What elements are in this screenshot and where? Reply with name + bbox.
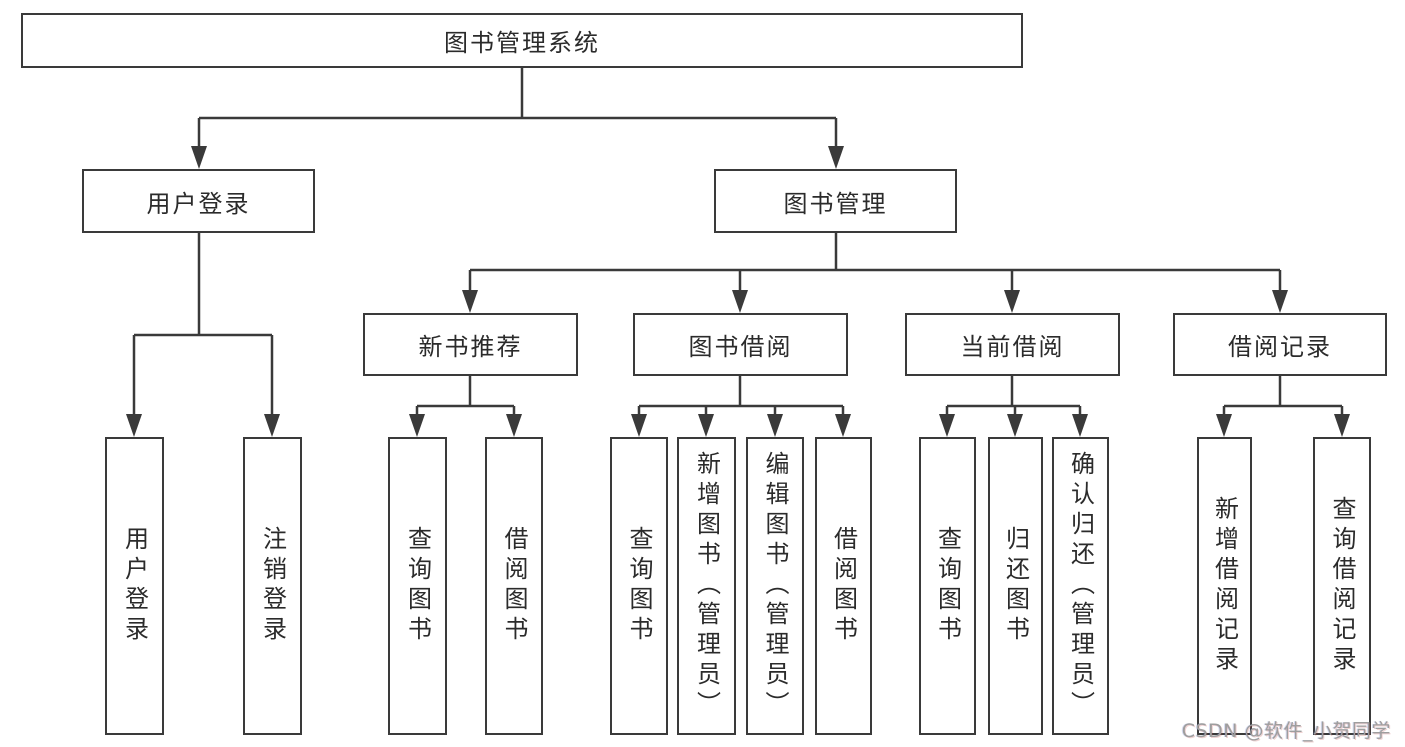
node-label: 确认归还（管理员） xyxy=(1066,451,1095,721)
node-label: 查询图书 xyxy=(625,526,653,646)
connector-user-login-to-leaves xyxy=(132,233,274,418)
connector-root-to-level2 xyxy=(197,68,838,150)
leaf-user-login: 用户登录 xyxy=(105,437,164,735)
leaf-query-borrow-record: 查询借阅记录 xyxy=(1313,437,1371,735)
leaf-add-borrow-record: 新增借阅记录 xyxy=(1197,437,1252,735)
leaf-query-books-current: 查询图书 xyxy=(919,437,976,735)
connector-borrow-records-to-leaves xyxy=(1222,376,1344,418)
node-label: 当前借阅 xyxy=(960,333,1065,361)
node-borrowing-records: 借阅记录 xyxy=(1173,313,1387,376)
node-label: 图书管理系统 xyxy=(444,29,600,57)
connector-current-borrowing-to-leaves xyxy=(945,376,1082,418)
node-new-book-recommendation: 新书推荐 xyxy=(363,313,578,376)
leaf-return-books: 归还图书 xyxy=(988,437,1043,735)
leaf-query-books-recommend: 查询图书 xyxy=(388,437,447,735)
node-label: 归还图书 xyxy=(1001,526,1030,646)
leaf-logout: 注销登录 xyxy=(243,437,302,735)
node-label: 借阅记录 xyxy=(1228,333,1332,361)
node-label: 查询图书 xyxy=(933,526,962,646)
node-label: 图书管理 xyxy=(783,189,888,218)
node-label: 借阅图书 xyxy=(829,526,858,646)
node-label: 编辑图书（管理员） xyxy=(761,451,789,721)
node-book-management: 图书管理 xyxy=(714,169,957,233)
leaf-add-books-admin: 新增图书（管理员） xyxy=(677,437,736,735)
node-label: 新增图书（管理员） xyxy=(692,451,721,721)
node-label: 图书借阅 xyxy=(688,333,793,361)
node-label: 用户登录 xyxy=(120,526,149,646)
node-label: 查询图书 xyxy=(403,526,432,646)
connector-new-book-to-leaves xyxy=(415,376,516,418)
arrowheads xyxy=(126,146,1350,437)
node-label: 注销登录 xyxy=(258,526,287,646)
node-book-borrowing: 图书借阅 xyxy=(633,313,848,376)
leaf-query-books-borrowing: 查询图书 xyxy=(610,437,668,735)
leaf-confirm-return-admin: 确认归还（管理员） xyxy=(1052,437,1109,735)
node-label: 用户登录 xyxy=(146,189,251,218)
node-library-management-system: 图书管理系统 xyxy=(21,13,1023,68)
node-user-login: 用户登录 xyxy=(82,169,315,233)
leaf-edit-books-admin: 编辑图书（管理员） xyxy=(746,437,804,735)
node-label: 查询借阅记录 xyxy=(1328,496,1356,676)
connector-book-mgmt-to-level3 xyxy=(468,233,1282,293)
node-label: 新增借阅记录 xyxy=(1210,496,1239,676)
node-label: 新书推荐 xyxy=(418,333,523,361)
watermark: CSDN @软件_小贺同学 xyxy=(1181,720,1391,742)
node-current-borrowing: 当前借阅 xyxy=(905,313,1120,376)
connector-book-borrowing-to-leaves xyxy=(637,376,845,418)
leaf-borrow-books-borrowing: 借阅图书 xyxy=(815,437,872,735)
leaf-borrow-books-recommend: 借阅图书 xyxy=(485,437,543,735)
node-label: 借阅图书 xyxy=(500,526,528,646)
